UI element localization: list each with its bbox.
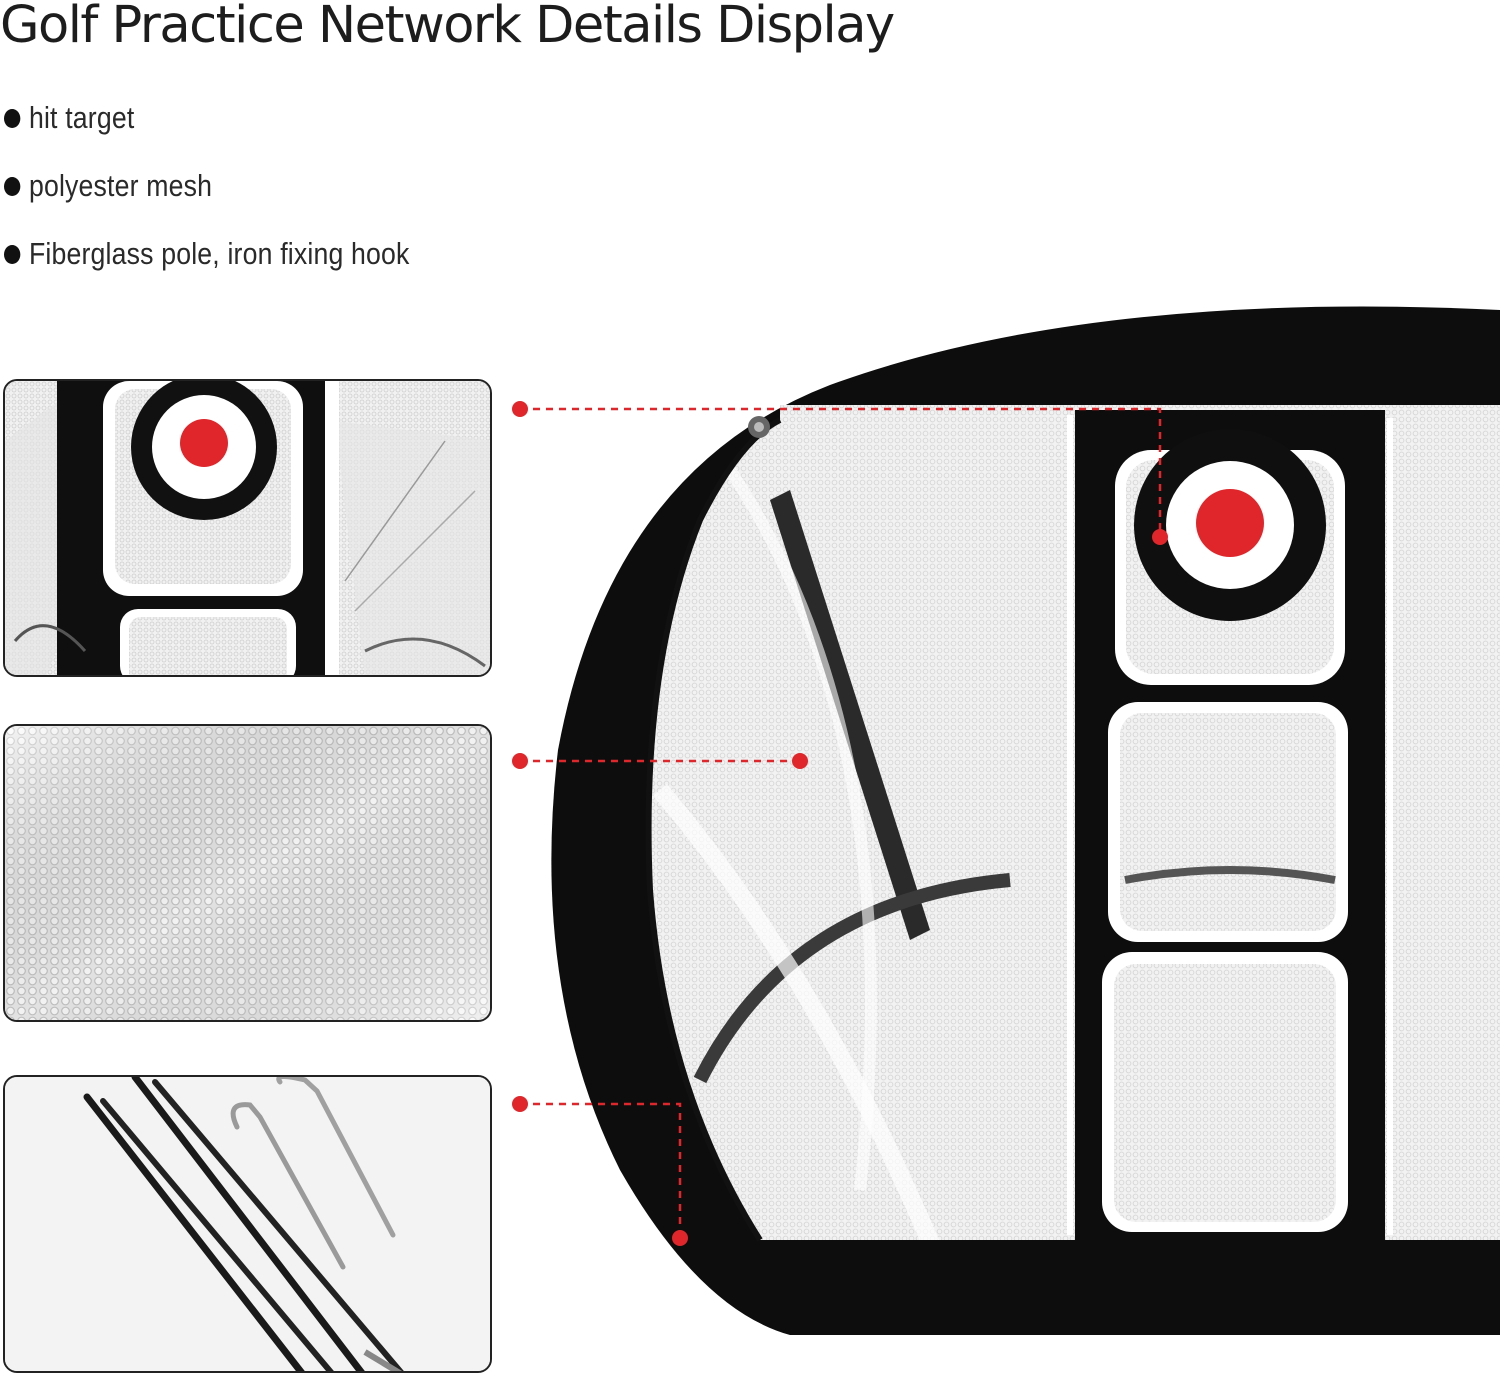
target-net-detail-photo: [5, 381, 490, 675]
feature-label: Fiberglass pole, iron fixing hook: [28, 236, 410, 271]
fiberglass-poles-and-hooks-photo: [5, 1077, 490, 1371]
target-detail-panel: [3, 379, 492, 677]
feature-label: hit target: [28, 100, 135, 135]
feature-list: hit target polyester mesh Fiberglass pol…: [4, 84, 476, 288]
mesh-detail-panel: [3, 724, 492, 1022]
callout-dot-mesh-start: [512, 753, 528, 769]
bullet-icon: [4, 108, 21, 128]
feature-item-fiberglass-pole: Fiberglass pole, iron fixing hook: [4, 220, 410, 288]
bullet-icon: [4, 244, 21, 264]
polyester-mesh-detail-photo: [5, 726, 490, 1020]
poles-detail-panel: [3, 1075, 492, 1373]
page-title: Golf Practice Network Details Display: [0, 0, 895, 55]
bullet-icon: [4, 176, 21, 196]
feature-item-polyester-mesh: polyester mesh: [4, 152, 410, 220]
feature-item-hit-target: hit target: [4, 84, 410, 152]
feature-label: polyester mesh: [28, 168, 213, 203]
callout-dot-target-start: [512, 401, 528, 417]
callout-dot-pole-start: [512, 1096, 528, 1112]
golf-chipping-net-photo: [551, 306, 1500, 1335]
